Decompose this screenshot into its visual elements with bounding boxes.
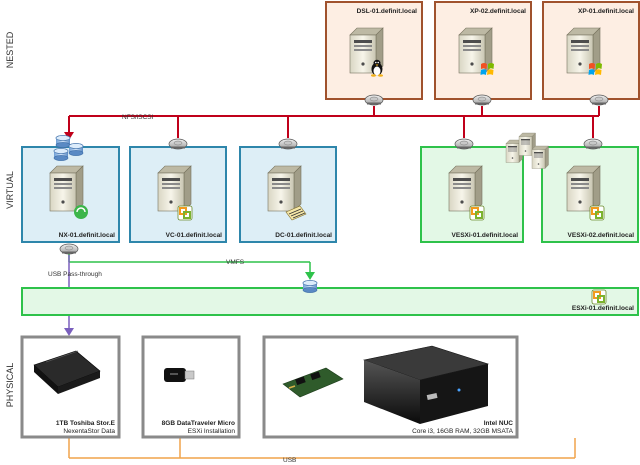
virtual-vm-dc-01: DC-01.definit.local [239, 146, 337, 243]
hard-disk-icon [59, 243, 79, 255]
layer-label-nested: NESTED [5, 31, 15, 68]
vm-name-nx-01: NX-01.definit.local [59, 232, 116, 239]
usb-lines [68, 438, 576, 459]
datastore-icon [302, 279, 318, 294]
vm-name-dsl-01: DSL-01.definit.local [357, 8, 418, 15]
server-icon [157, 165, 192, 212]
nested-vm-xp-02: XP-02.definit.local [434, 1, 532, 100]
vmware-icon [177, 205, 193, 221]
physical-toshiba-drive: 1TB Toshiba Stor.E NexentaStor Data [20, 335, 121, 439]
usb-passthrough-arrow-head [64, 328, 74, 336]
esxi-host-bar: ESXi-01.definit.local [21, 287, 639, 316]
server-icon [566, 165, 601, 212]
physical-intel-nuc: Intel NUC Core i3, 16GB RAM, 32GB MSATA [262, 335, 519, 439]
physical-name-toshiba: 1TB Toshiba Stor.E [56, 420, 116, 427]
nested-vm-dsl-01: DSL-01.definit.local [325, 1, 423, 100]
physical-name-datatraveler: 8GB DataTraveler Micro [162, 420, 235, 427]
hard-disk-icon [168, 138, 188, 150]
vmware-icon [591, 289, 607, 305]
physical-datatraveler-usb: 8GB DataTraveler Micro ESXi Installation [141, 335, 241, 439]
server-icon [448, 165, 483, 212]
vmware-icon [469, 205, 485, 221]
virtual-vm-vesxi-02: VESXi-02.definit.local [541, 146, 639, 243]
virtual-vm-vesxi-01: VESXi-01.definit.local [420, 146, 524, 243]
vm-name-vc-01: VC-01.definit.local [166, 232, 223, 239]
msata-ssd-icon [282, 367, 344, 398]
nfs-arrow-head [64, 132, 74, 140]
virtual-vm-nx-01: NX-01.definit.local [21, 146, 120, 243]
vmfs-arrow-head [305, 272, 315, 280]
external-hdd-icon [33, 350, 101, 394]
physical-role-toshiba: NexentaStor Data [63, 428, 115, 435]
nfs-iscsi-lines [68, 106, 600, 138]
usb-passthrough-label: USB Pass-through [48, 271, 102, 278]
physical-name-nuc: Intel NUC [484, 420, 514, 427]
nuc-case-icon [362, 345, 490, 424]
vmware-icon [589, 205, 605, 221]
hard-disk-icon [472, 94, 492, 106]
vm-name-vesxi-01: VESXi-01.definit.local [452, 232, 519, 239]
hard-disk-icon [589, 94, 609, 106]
server-icon [566, 27, 601, 74]
directory-icon [285, 205, 307, 221]
hard-disk-icon [583, 138, 603, 150]
hard-disk-icon [454, 138, 474, 150]
vm-name-xp-01: XP-01.definit.local [578, 8, 634, 15]
usb-label: USB [283, 457, 296, 464]
physical-specs-nuc: Core i3, 16GB RAM, 32GB MSATA [412, 428, 514, 435]
hard-disk-icon [364, 94, 384, 106]
server-icon [267, 165, 302, 212]
vm-name-dc-01: DC-01.definit.local [275, 232, 332, 239]
virtual-vm-vc-01: VC-01.definit.local [129, 146, 227, 243]
vm-name-vesxi-02: VESXi-02.definit.local [568, 232, 635, 239]
server-icon [458, 27, 493, 74]
vmfs-lines [68, 250, 311, 274]
layer-label-physical: PHYSICAL [5, 363, 15, 408]
server-icon [49, 165, 84, 212]
physical-role-datatraveler: ESXi Installation [188, 428, 236, 435]
hard-disk-icon [278, 138, 298, 150]
vmfs-label: VMFS [226, 259, 245, 266]
usb-stick-icon [164, 368, 195, 382]
layer-label-virtual: VIRTUAL [5, 171, 15, 209]
esxi-host-name: ESXi-01.definit.local [572, 305, 634, 312]
nested-vm-xp-01: XP-01.definit.local [542, 1, 640, 100]
nexentastor-icon [74, 205, 88, 219]
vm-name-xp-02: XP-02.definit.local [470, 8, 526, 15]
nfs-iscsi-label: NFS/iSCSI [122, 114, 154, 121]
